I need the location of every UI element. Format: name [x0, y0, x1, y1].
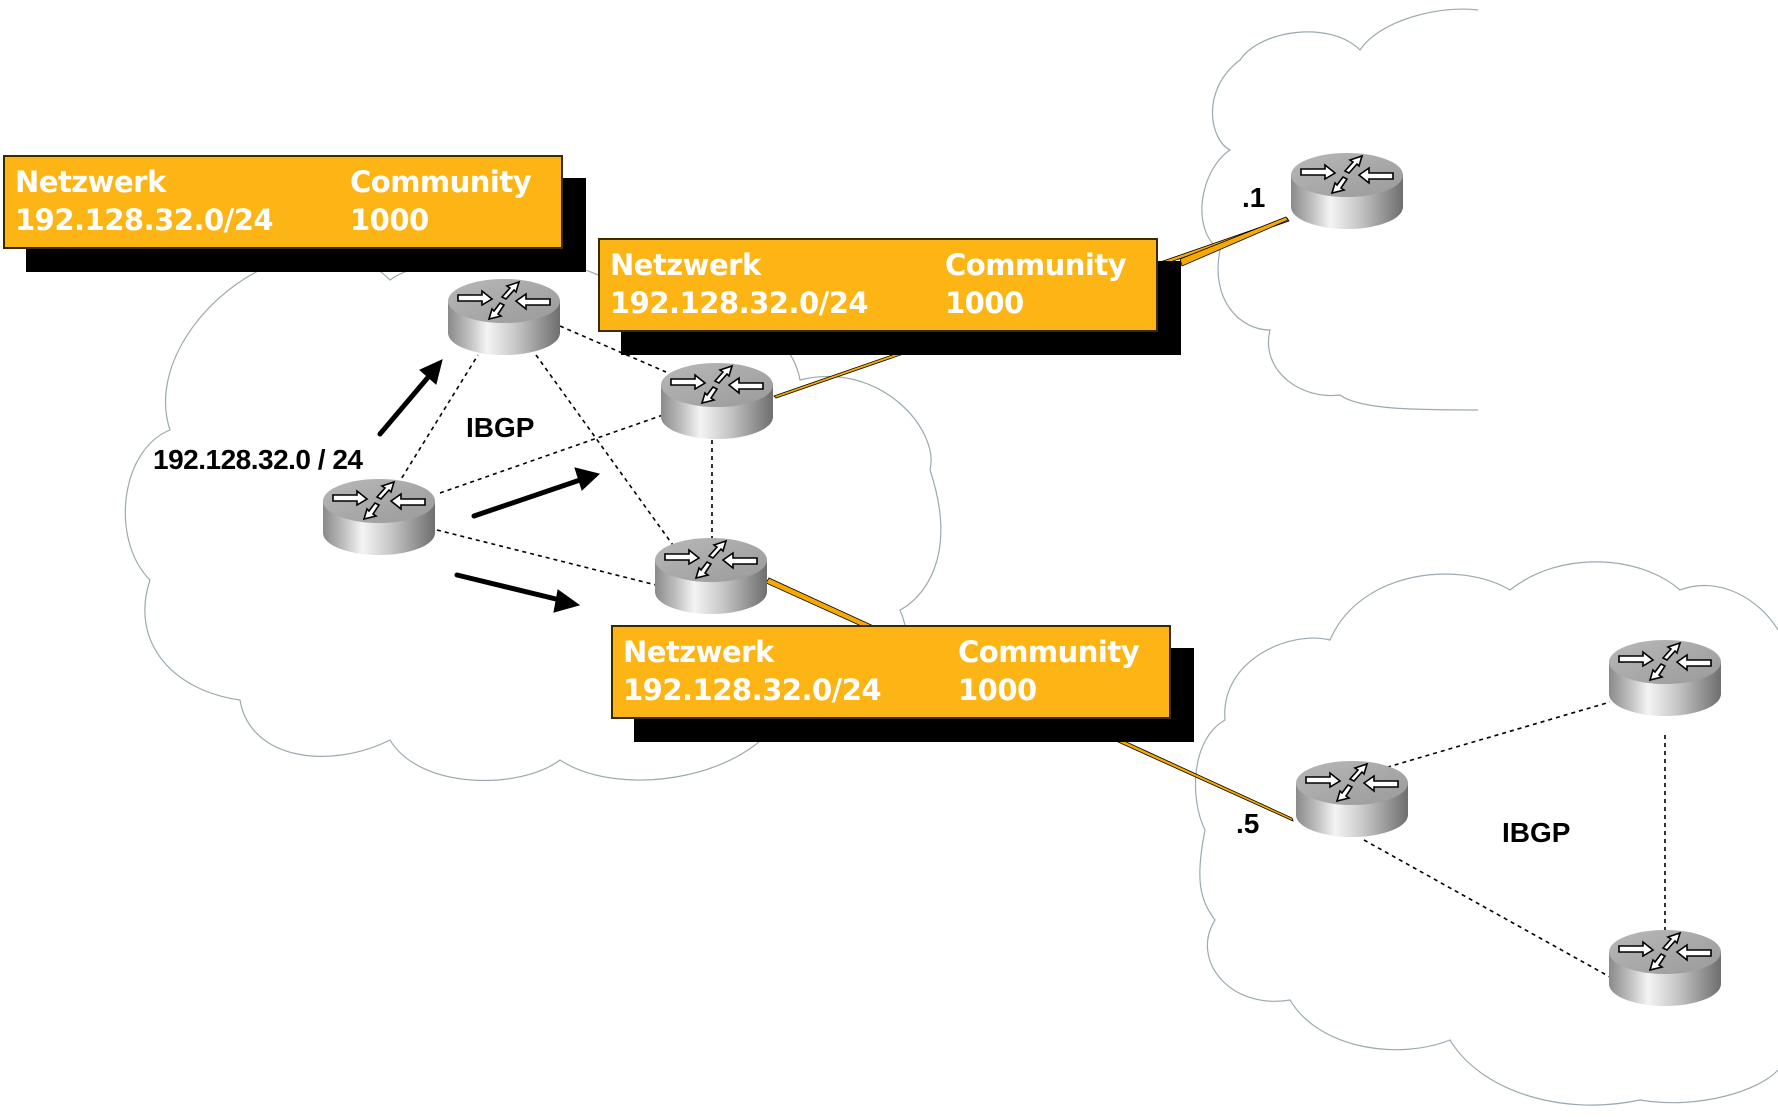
community-header: Community — [958, 635, 1140, 669]
router-r7[interactable] — [1608, 639, 1722, 717]
community-value: 1000 — [958, 673, 1037, 707]
router-icon — [447, 278, 561, 356]
address-label-top: .1 — [1242, 182, 1266, 213]
ibgp-link-r1-r2 — [559, 325, 667, 373]
ibgp-label-left: IBGP — [466, 412, 535, 443]
community-box-3: Netzwerk Community 192.128.32.0/24 1000 — [611, 625, 1194, 742]
community-header: Community — [350, 165, 532, 199]
box-panel: Netzwerk Community 192.128.32.0/24 1000 — [598, 238, 1158, 332]
advert-arrow-to-r4 — [454, 572, 581, 613]
router-r4[interactable] — [654, 537, 768, 615]
router-r8[interactable] — [1608, 929, 1722, 1007]
network-header: Netzwerk — [610, 248, 761, 282]
router-icon — [1295, 760, 1409, 838]
ibgp-link-r6-r7 — [1363, 701, 1611, 775]
network-value: 192.128.32.0/24 — [15, 203, 274, 237]
community-value: 1000 — [350, 203, 429, 237]
ebgp-link-r2-r5-seg — [1179, 216, 1289, 267]
network-value: 192.128.32.0/24 — [623, 673, 882, 707]
ibgp-label-right: IBGP — [1502, 817, 1571, 848]
ibgp-link-r6-r8 — [1363, 839, 1611, 978]
router-icon — [1290, 152, 1404, 230]
community-header: Community — [945, 248, 1127, 282]
community-value: 1000 — [945, 286, 1024, 320]
router-icon — [1608, 639, 1722, 717]
router-r3[interactable] — [322, 478, 436, 556]
community-box-2: Netzwerk Community 192.128.32.0/24 1000 — [598, 238, 1181, 355]
prefix-label: 192.128.32.0 / 24 — [153, 444, 363, 475]
box-panel: Netzwerk Community 192.128.32.0/24 1000 — [611, 625, 1171, 719]
network-header: Netzwerk — [15, 165, 166, 199]
advert-arrow-to-r1 — [377, 359, 443, 437]
router-icon — [654, 537, 768, 615]
network-value: 192.128.32.0/24 — [610, 286, 869, 320]
router-r5[interactable] — [1290, 152, 1404, 230]
advert-arrow-to-r2 — [471, 467, 601, 519]
router-icon — [322, 478, 436, 556]
router-r6[interactable] — [1295, 760, 1409, 838]
ibgp-link-r3-r1 — [384, 354, 479, 506]
router-icon — [1608, 929, 1722, 1007]
router-r2[interactable] — [660, 362, 774, 440]
ibgp-link-r3-r4 — [436, 529, 657, 586]
router-icon — [660, 362, 774, 440]
box-panel: Netzwerk Community 192.128.32.0/24 1000 — [3, 155, 563, 249]
community-box-1: Netzwerk Community 192.128.32.0/24 1000 — [3, 155, 586, 272]
address-label-bottom: .5 — [1236, 808, 1260, 839]
router-r1[interactable] — [447, 278, 561, 356]
network-header: Netzwerk — [623, 635, 774, 669]
